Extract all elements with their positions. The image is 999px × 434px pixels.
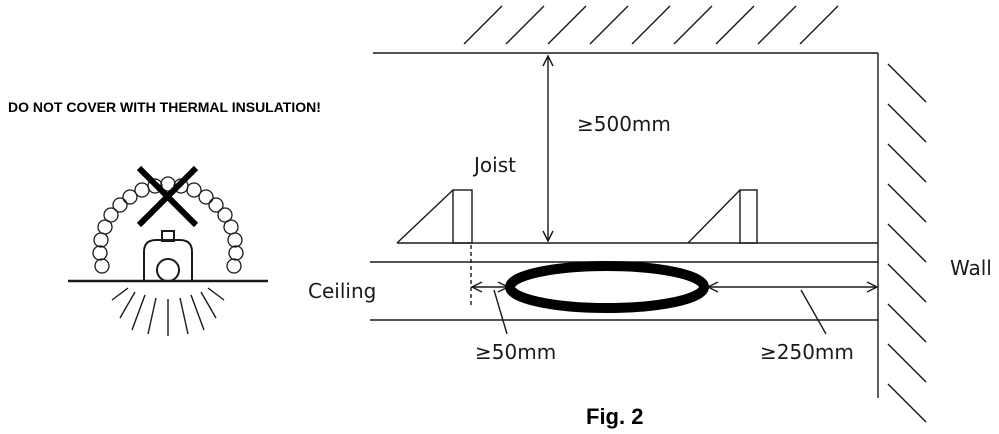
dim-250-leader	[800, 289, 827, 335]
label-dim-500: ≥500mm	[577, 112, 671, 136]
luminaire-ring	[505, 261, 709, 313]
label-dim-50: ≥50mm	[475, 340, 557, 364]
no-insulation-cover-icon	[68, 165, 268, 336]
joist-left	[396, 189, 473, 244]
figure-caption: Fig. 2	[586, 404, 644, 429]
icon-prohibition-cross	[136, 165, 199, 228]
icon-light-rays	[111, 287, 225, 336]
wall-hatching	[887, 63, 927, 423]
warning-text: DO NOT COVER WITH THERMAL INSULATION!	[8, 99, 321, 115]
label-wall: Wall	[950, 256, 992, 280]
icon-lamp-housing	[143, 230, 193, 282]
label-joist: Joist	[474, 153, 516, 177]
icon-insulation-coils	[92, 176, 244, 274]
dim-500-arrow-top	[542, 54, 554, 67]
top-hatching	[463, 5, 839, 45]
dim-500-arrow-bottom	[542, 230, 554, 243]
label-dim-250: ≥250mm	[760, 340, 854, 364]
dim-50-leader	[493, 289, 508, 335]
joist-right	[687, 189, 758, 244]
dim-250-arrow-right	[866, 281, 879, 293]
label-ceiling: Ceiling	[308, 279, 377, 303]
dim-50-arrow-left	[470, 281, 483, 293]
